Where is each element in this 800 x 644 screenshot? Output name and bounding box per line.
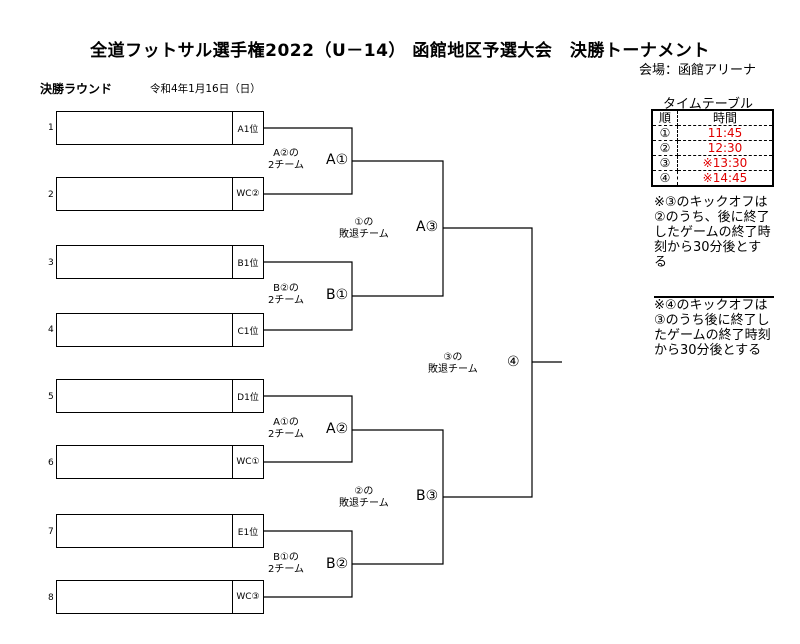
table-row: ② 12:30 [651,140,774,156]
match-label: B③ [416,488,439,504]
team-slot: B1位 [56,245,264,279]
order-cell: ④ [651,170,678,187]
table-row: ④ ※14:45 [651,170,774,187]
team-slot: WC① [56,445,264,479]
seed-label: E1位 [232,515,263,547]
match-label: A② [326,421,349,437]
time-cell: ※13:30 [677,155,774,171]
match-label: A③ [416,219,439,235]
slot-number: 3 [48,258,54,268]
table-row: ① 11:45 [651,125,774,141]
team-slot: WC③ [56,580,264,614]
timetable-title: タイムテーブル [663,97,753,112]
timetable: 順 時間 ① 11:45 ② 12:30 ③ ※13:30 ④ ※14:45 [651,109,774,187]
seed-label: D1位 [232,380,263,412]
order-cell: ② [651,140,678,156]
time-cell: 11:45 [677,125,774,141]
seed-label: B1位 [232,246,263,278]
match-sub-6: ②の敗退チーム [339,486,389,509]
match-label: A① [326,152,349,168]
order-cell: ③ [651,155,678,171]
time-cell: 12:30 [677,140,774,156]
team-slot: D1位 [56,379,264,413]
slot-number: 2 [48,190,54,200]
seed-label: C1位 [232,314,263,346]
match-sub-5: ①の敗退チーム [339,217,389,240]
final-label: ④ [507,354,520,370]
match-sub-final: ③の敗退チーム [428,352,478,375]
round-label: 決勝ラウンド [40,82,113,96]
team-slot: C1位 [56,313,264,347]
seed-label: WC② [232,178,263,210]
slot-number: 8 [48,593,54,603]
slot-number: 7 [48,527,54,537]
team-slot: WC② [56,177,264,211]
time-header: 時間 [677,109,774,126]
match-label: B① [326,287,349,303]
team-slot: E1位 [56,514,264,548]
kickoff-note-1: ※③のキックオフは②のうち、後に終了したゲームの終了時刻から30分後とする [654,195,771,270]
order-header: 順 [651,109,678,126]
time-cell: ※14:45 [677,170,774,187]
table-row: ③ ※13:30 [651,155,774,171]
slot-number: 4 [48,325,54,335]
team-slot: A1位 [56,111,264,145]
match-label: B② [326,556,349,572]
seed-label: WC① [232,446,263,478]
kickoff-note-2: ※④のキックオフは③のうち後に終了したゲームの終了時刻から30分後とする [654,296,774,358]
slot-number: 5 [48,392,54,402]
slot-number: 6 [48,458,54,468]
page-title: 全道フットサル選手権2022（U－14） 函館地区予選大会 決勝トーナメント [90,41,710,61]
seed-label: WC③ [232,581,263,613]
slot-number: 1 [48,123,54,133]
venue-label: 会場：函館アリーナ [638,63,756,78]
order-cell: ① [651,125,678,141]
timetable-header-row: 順 時間 [651,109,774,126]
date-label: 令和4年1月16日（日） [150,83,261,95]
seed-label: A1位 [232,112,263,144]
